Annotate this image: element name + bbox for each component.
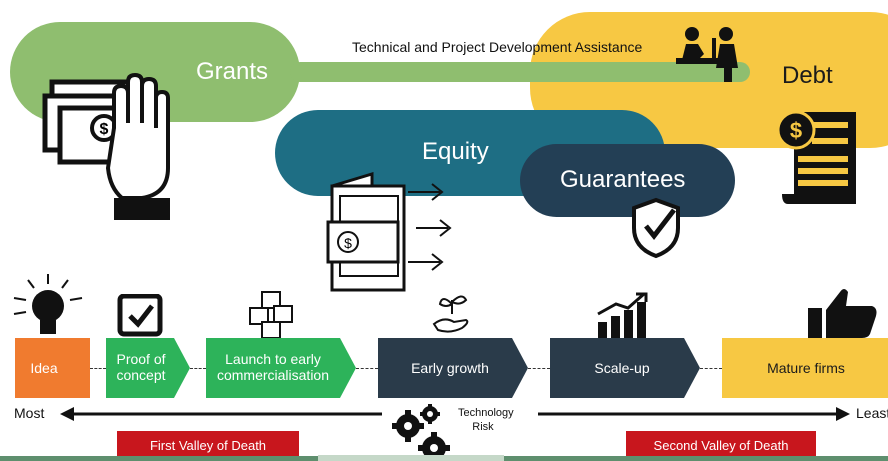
technology-risk-label: Technology Risk (458, 407, 514, 433)
thumbs-up-icon (808, 289, 877, 338)
connector (528, 368, 550, 369)
stage-launch (206, 338, 356, 398)
connector (356, 368, 378, 369)
bottom-strip-center (318, 455, 504, 461)
bar-growth-icon (597, 292, 648, 338)
connector (190, 368, 206, 369)
assistance-bar (290, 62, 750, 82)
svg-text:$: $ (790, 118, 802, 143)
risk-arrow (60, 407, 850, 421)
stage-idea-label: Idea (30, 360, 58, 376)
gears-icon (392, 404, 450, 461)
svg-text:$: $ (344, 235, 352, 251)
stage-proof-of-concept (106, 338, 190, 398)
stage-early-growth-label: Early growth (411, 360, 489, 376)
svg-text:$: $ (100, 121, 109, 138)
lightbulb-icon (13, 274, 83, 334)
debt-label: Debt (782, 62, 833, 89)
stage-mature-firms (722, 338, 888, 398)
boxes-icon (249, 291, 293, 339)
stage-scale-up-label: Scale-up (594, 360, 650, 376)
risk-most-label: Most (14, 405, 45, 421)
assistance-label: Technical and Project Development Assist… (352, 39, 643, 55)
connector (700, 368, 722, 369)
cash-hand-icon: $ (42, 72, 170, 220)
wallet-money-icon: $ (326, 172, 452, 292)
guarantees-label: Guarantees (560, 166, 686, 193)
guarantees-pill (520, 144, 735, 217)
people-meeting-icon (676, 27, 738, 82)
stage-mature-firms-label: Mature firms (767, 360, 845, 376)
equity-label: Equity (422, 138, 489, 165)
connector (90, 368, 106, 369)
risk-least-label: Least (856, 405, 888, 421)
grants-label: Grants (196, 58, 269, 85)
stage-idea (15, 338, 90, 398)
stage-proof-of-concept-label: Proof of concept (116, 351, 166, 383)
stage-early-growth (378, 338, 528, 398)
stage-scale-up (550, 338, 700, 398)
stage-launch-label: Launch to early commercialisation (216, 351, 330, 383)
invoice-dollar-icon: $ (776, 110, 856, 204)
shield-check-icon (632, 197, 680, 259)
checkbox-icon (117, 294, 163, 337)
plant-hand-icon (432, 295, 469, 333)
